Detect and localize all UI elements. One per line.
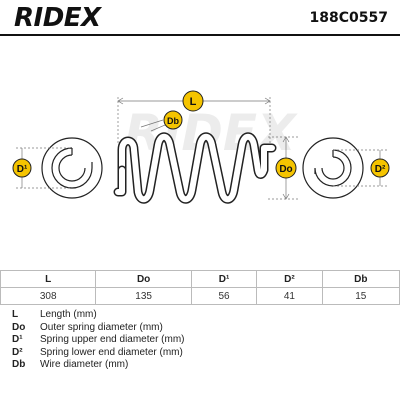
legend-item: D¹ Spring upper end diameter (mm)	[12, 334, 185, 347]
header-divider	[0, 34, 400, 36]
legend-key: D²	[12, 346, 23, 358]
spec-value-upper-diameter: 56	[190, 287, 258, 305]
wire-label: Db	[167, 116, 179, 126]
legend-key: D¹	[12, 334, 23, 345]
wire-label-badge	[163, 110, 183, 130]
coil-spring	[113, 132, 277, 204]
spec-value-wire-diameter: 15	[321, 287, 400, 305]
legend-item: Db Wire diameter (mm)	[12, 359, 185, 372]
spec-table: L Do D¹ D² Db 308 135 56 41 15	[0, 270, 400, 305]
legend-key: Do	[12, 321, 26, 333]
spec-value-length: 308	[0, 287, 97, 305]
spec-table-header-row: L Do D¹ D² Db	[0, 270, 400, 288]
legend-key: L	[12, 309, 19, 320]
spec-header-wire-diameter: Db	[321, 270, 400, 288]
upper-label: D¹	[17, 164, 28, 175]
outer-label: Do	[279, 164, 292, 175]
spec-header-outer-diameter: Do	[95, 270, 192, 288]
legend-item: L Length (mm)	[12, 309, 185, 322]
brand-logo: RIDEX	[14, 3, 101, 33]
part-number: 188C0557	[309, 10, 388, 26]
lower-label-badge	[370, 158, 390, 178]
lower-label: D²	[375, 164, 386, 175]
legend-text: Spring upper end diameter (mm)	[40, 334, 185, 345]
legend-text: Length (mm)	[40, 309, 97, 320]
legend-text: Outer spring diameter (mm)	[40, 321, 163, 333]
length-label: L	[190, 96, 197, 108]
legend-item: D² Spring lower end diameter (mm)	[12, 347, 185, 360]
upper-label-badge	[12, 158, 32, 178]
legend: L Length (mm) Do Outer spring diameter (…	[12, 309, 185, 372]
legend-text: Wire diameter (mm)	[40, 359, 129, 370]
legend-item: Do Outer spring diameter (mm)	[12, 322, 185, 335]
upper-end-view	[41, 137, 103, 199]
spec-table-value-row: 308 135 56 41 15	[0, 287, 400, 305]
spec-header-lower-diameter: D²	[256, 270, 323, 288]
outer-label-badge	[275, 157, 297, 179]
spec-value-outer-diameter: 135	[95, 287, 192, 305]
length-label-badge	[182, 90, 204, 112]
legend-text: Spring lower end diameter (mm)	[40, 346, 183, 358]
legend-key: Db	[12, 359, 26, 370]
spring-diagram: RIDEX L Db Do D¹	[12, 90, 390, 204]
spec-header-length: L	[0, 270, 97, 288]
spec-value-lower-diameter: 41	[256, 287, 323, 305]
spec-header-upper-diameter: D¹	[190, 270, 258, 288]
lower-end-view	[302, 137, 364, 199]
